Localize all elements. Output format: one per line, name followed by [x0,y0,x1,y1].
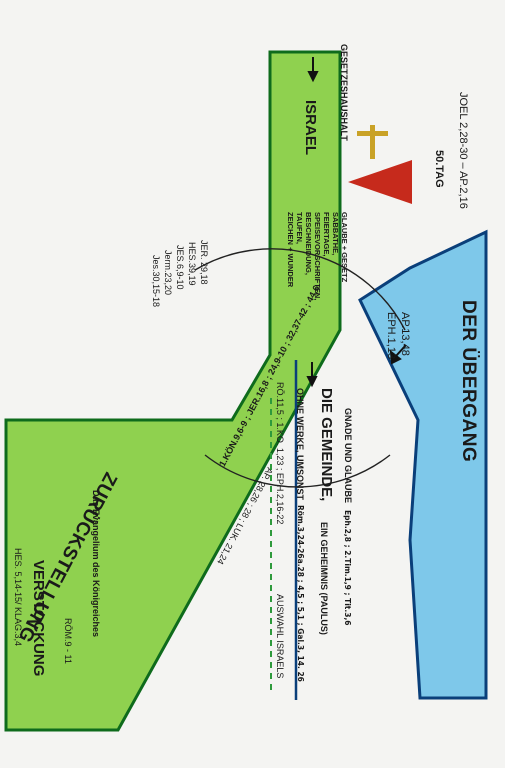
auswahl-label: AUSWAHL ISRAELS [275,594,285,679]
zeichen: ZEICHEN + WUNDER [286,212,295,288]
verstockung-label: VERSTOCKUNG [30,560,47,677]
hes3919-ref: HES.39,19 [187,242,197,286]
spear-icon [348,160,412,204]
gnade-refs: Eph.2,8 ; 2.Tim.1,9 ; Tit.3,6 [343,510,352,626]
jes30-ref: Jes.30,15-18 [151,255,161,308]
geheimnis-label: EIN GEHEIMNIS (PAULUS) [319,522,329,635]
uebergang-title: DER ÜBERGANG [458,300,479,463]
eph113-ref: EPH.1,13 [385,312,397,360]
jerm-ref: Jerm.23,20 [163,250,173,296]
beschneidung: BESCHNEIDUNG, [304,212,313,275]
evangelium-label: Das Evangelium des Königreiches [91,490,101,638]
transition-arc-bottom [204,454,391,488]
roem911-ref: RÖM.9 - 11 [63,618,73,664]
jer2918-ref: JER. 29,18 [199,240,209,285]
hes514-ref: HES. 5,14-15/ KLAG.3,4 [13,548,23,647]
glaube-gesetz: GLAUBE + GESETZ [340,212,349,283]
gnade-label: GNADE UND GLAUBE [343,408,353,504]
israel-label: ISRAEL [302,100,319,156]
jes69-ref: JES.6,9-10 [175,245,185,290]
taufen: TAUFEN, [295,212,304,244]
church-band [358,229,488,700]
transition-arc-top [194,248,406,331]
arrow-icon [306,362,318,388]
ohne-refs: Röm.3,24-26a.28 ; 4,5 ; 5,1 ; Gal.3, 14.… [296,505,305,682]
sabbathe: SABBATHE, [331,212,340,256]
arrow-icon [389,344,407,365]
tag-label: 50.TAG [433,150,445,188]
ap1348-ref: AP.13,48 [399,312,411,356]
ohne-werke-label: OHNE WERKE, UMSONST [295,388,305,501]
arrow-icon [307,57,319,83]
gemeinde-label: DIE GEMEINDE, [318,388,335,502]
joel-ref: JOEL 2,28-30 – AP.2,16 [457,92,469,209]
feiertage: FEIERTAGE, [322,212,331,257]
gesetz-label: GESETZESHAUSHALT [339,44,349,141]
israel-band [4,50,342,732]
cross-icon [357,125,388,159]
roem-refs: RÖ.11,5 ; 1.KO. 1,23 ; EPH.2,16-22 [275,382,285,525]
